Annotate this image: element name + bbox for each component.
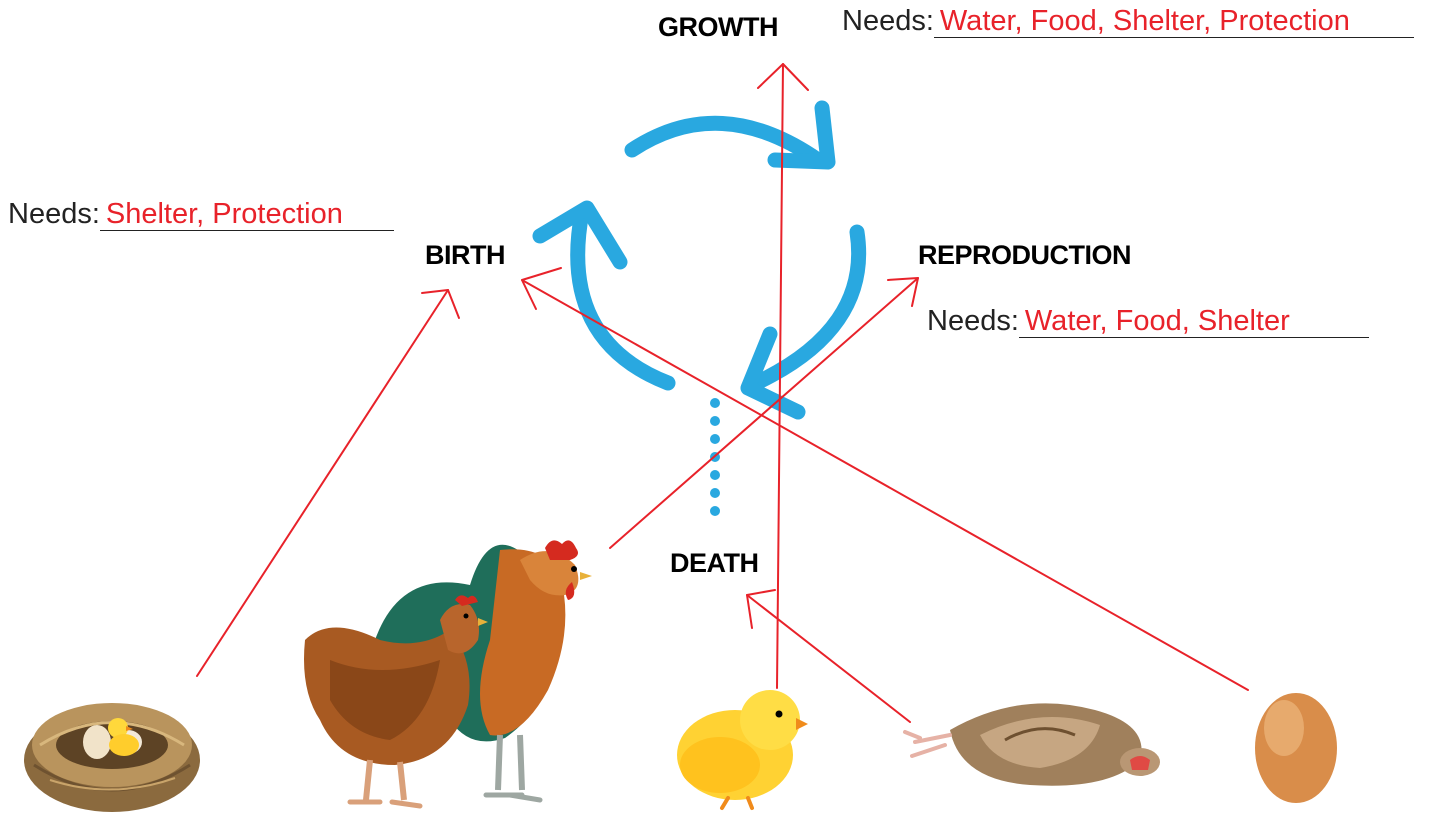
- line-chickens-to-reproduction: [610, 278, 918, 548]
- stage-label-death: DEATH: [670, 548, 759, 579]
- chick-image[interactable]: [677, 690, 808, 808]
- needs-birth-answer[interactable]: Shelter, Protection: [100, 199, 394, 231]
- needs-growth-label: Needs:: [842, 5, 934, 37]
- cycle-arrow-right: [752, 232, 859, 385]
- stage-label-reproduction: REPRODUCTION: [918, 240, 1131, 271]
- nest-image[interactable]: [24, 703, 200, 812]
- line-deadhen-to-death-head: [747, 590, 775, 628]
- needs-reproduction-label: Needs:: [927, 305, 1019, 337]
- cycle-arrow-left: [578, 212, 668, 383]
- needs-reproduction: Needs:Water, Food, Shelter: [927, 305, 1369, 338]
- needs-birth-label: Needs:: [8, 198, 100, 230]
- stage-label-growth: GROWTH: [658, 12, 778, 43]
- hen-and-rooster-image[interactable]: [304, 540, 592, 806]
- line-egg-to-birth-head: [522, 268, 561, 309]
- needs-reproduction-answer[interactable]: Water, Food, Shelter: [1019, 306, 1369, 338]
- line-egg-to-birth: [522, 280, 1248, 690]
- connector-lines: [197, 64, 1248, 722]
- egg-image[interactable]: [1255, 693, 1337, 803]
- needs-growth: Needs:Water, Food, Shelter, Protection: [842, 5, 1414, 38]
- cycle-arrows: [540, 108, 859, 412]
- stage-label-birth: BIRTH: [425, 240, 505, 271]
- dead-hen-image[interactable]: [905, 703, 1160, 785]
- line-nest-to-birth-head: [422, 290, 459, 318]
- needs-growth-answer[interactable]: Water, Food, Shelter, Protection: [934, 6, 1414, 38]
- needs-birth: Needs:Shelter, Protection: [8, 198, 394, 231]
